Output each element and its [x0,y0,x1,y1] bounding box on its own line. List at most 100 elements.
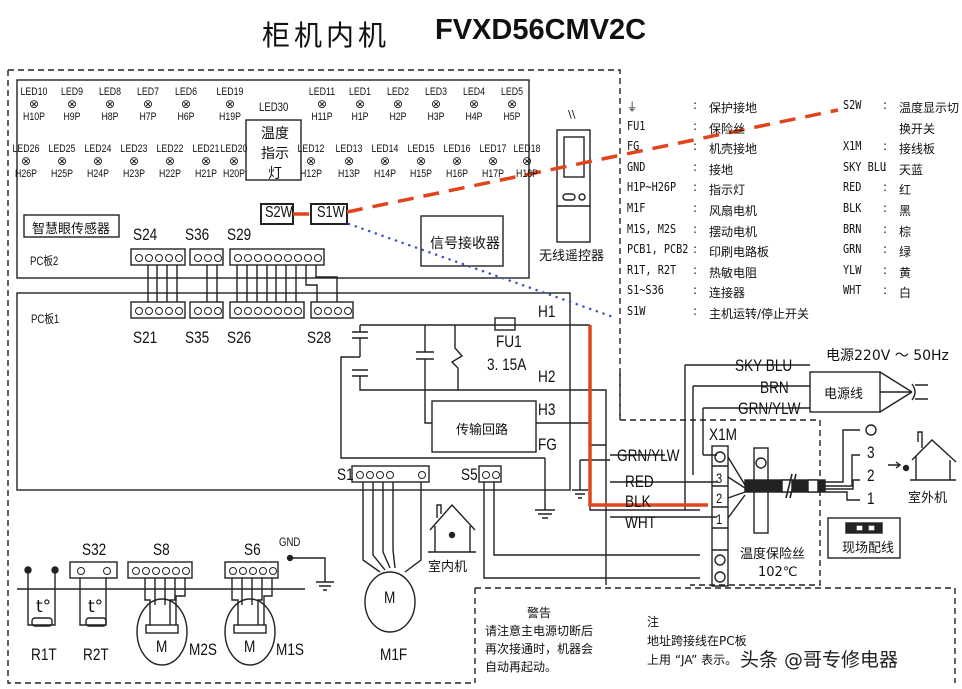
led-name: LED2 [386,86,410,98]
led-designator: H22P [158,168,182,180]
legend-separator: : [883,159,888,174]
wire-sky-blu: SKY BLU [735,356,793,375]
legend-key: ⏚ [627,100,638,114]
legend-value: 白 [899,286,912,301]
led-name: LED11 [308,86,336,98]
connector-pin [239,567,247,575]
connector-pin [356,471,364,479]
led-name: LED26 [12,143,40,155]
legend-separator: : [693,139,698,154]
pcb2-label: PC板2 [30,254,59,268]
led-lamp-icon: ⊗ [521,154,533,168]
led-led18: LED18⊗H18P [507,143,547,180]
led-designator: H20P [222,168,246,180]
legend-value: 保护接地 [709,101,758,115]
led-designator: H13P [337,168,361,180]
led-led19: LED19⊗H19P [210,86,250,123]
connector-pin [314,307,322,315]
thermistor-r2t-symbol: t° [88,597,104,617]
m2s-label: M2S [189,640,217,659]
led-name: LED12 [297,143,325,155]
connector-pin [194,254,202,262]
led-led9: LED9⊗H9P [52,86,92,123]
gnd-label: GND [279,535,301,549]
legend-separator: : [883,262,888,277]
temp-indicator-label: 温度指示灯 [261,126,289,182]
led-led25: LED25⊗H25P [42,143,82,180]
outdoor-terminal-1: 1 [867,489,875,508]
legend-separator: : [693,262,698,277]
connector-s36: S36 [185,225,210,244]
connector-pin [334,307,342,315]
led-lamp-icon: ⊗ [92,154,104,168]
s2w-switch[interactable]: S2W [265,204,293,221]
connector-pin [182,567,190,575]
led-designator: H10P [22,111,46,123]
legend-key: X1M [843,139,862,154]
connector-s28: S28 [307,328,332,347]
led-name: LED6 [174,86,198,98]
connector-s8: S8 [153,540,170,559]
led-led26: LED26⊗H26P [6,143,46,180]
led-led16: LED16⊗H16P [437,143,477,180]
led-led15: LED15⊗H15P [401,143,441,180]
led-designator: H24P [86,168,110,180]
m1s-label: M1S [276,640,304,659]
led-lamp-icon: ⊗ [224,97,236,111]
led-name: LED17 [479,143,507,155]
connector-s35: S35 [185,328,210,347]
x1m-terminal-2: 2 [716,490,723,506]
pcb1-board [16,292,571,491]
connector-pin [274,254,282,262]
led-lamp-icon: ⊗ [28,97,40,111]
wire-grn-ylw: GRN/YLW [738,399,801,418]
led-lamp-icon: ⊗ [56,154,68,168]
connector-pin [482,471,490,479]
led-name: LED3 [424,86,448,98]
led-led12: LED12⊗H12P [291,143,331,180]
led-lamp-icon: ⊗ [164,154,176,168]
legend-separator: : [693,304,698,318]
legend-separator: : [883,221,888,236]
connector-pin [152,567,160,575]
led-name: LED9 [60,86,84,98]
legend-separator: : [883,242,888,257]
red-highlight-wire [588,325,708,507]
connector-pin [324,307,332,315]
connector-pin [135,254,143,262]
led-name: LED20 [220,143,248,155]
connector-pin [264,307,272,315]
led-name: LED21 [192,143,220,155]
connector-pin [284,307,292,315]
connector-pin [254,307,262,315]
smart-eye-sensor-label: 智慧眼传感器 [32,222,111,237]
connector-pin [214,254,222,262]
led-designator: H7P [139,111,157,123]
led-designator: H8P [101,111,119,123]
power-supply-label: 电源220V ～ 50Hz [826,348,949,364]
led-name: LED5 [500,86,524,98]
legend-key: WHT [843,283,862,298]
legend-value: 接线板 [899,142,936,157]
connector-pin [264,254,272,262]
led-name: LED7 [136,86,160,98]
legend-value: 温度显示切换开关 [899,101,960,136]
terminal-h1: H1 [538,302,556,321]
note-title: 注 [647,615,660,629]
led-led13: LED13⊗H13P [329,143,369,180]
connector-pin [269,567,277,575]
led-name: LED19 [216,86,244,98]
legend-value: 黑 [899,204,912,218]
legend-value: 天蓝 [899,162,924,177]
led-name: LED1 [348,86,372,98]
led-name: LED23 [120,143,148,155]
connector-pin [145,254,153,262]
s1w-switch[interactable]: S1W [317,204,345,221]
led-led11: LED11⊗H11P [302,86,342,123]
connector-pin [155,254,163,262]
led-lamp-icon: ⊗ [228,154,240,168]
connector-s29: S29 [227,225,252,244]
connector-pin [304,254,312,262]
connector-pin [234,254,242,262]
connector-pin [175,254,183,262]
